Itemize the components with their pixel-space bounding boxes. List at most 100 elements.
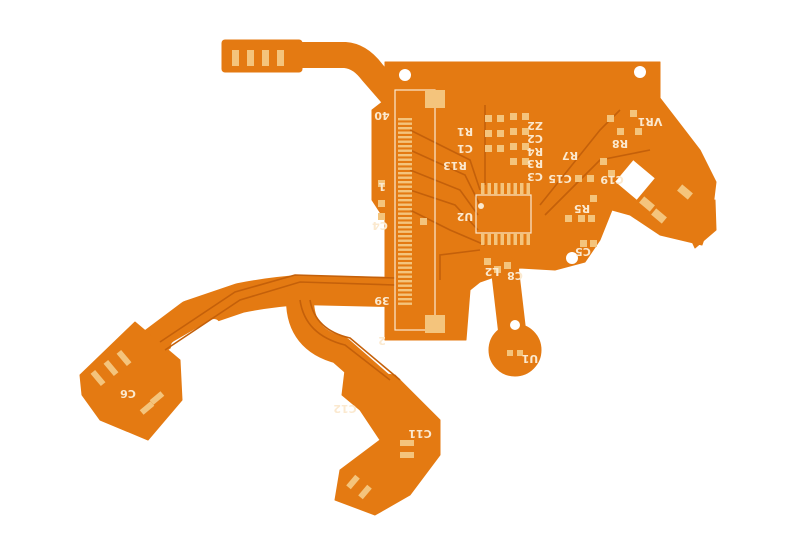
ic-pin <box>513 183 517 195</box>
solder-pad <box>522 158 529 165</box>
component-pads <box>378 110 642 273</box>
solder-pad <box>522 113 529 120</box>
silkscreen-label: C11 <box>408 427 431 440</box>
solder-pad <box>504 262 511 269</box>
silkscreen-label: C15 <box>548 172 571 185</box>
connector-finger <box>398 158 412 161</box>
solder-pad <box>497 115 504 122</box>
solder-pad <box>575 175 582 182</box>
silkscreen-label: R5 <box>574 202 590 215</box>
solder-pad <box>635 128 642 135</box>
connector-finger <box>398 172 412 175</box>
solder-pad <box>522 143 529 150</box>
solder-pad <box>510 158 517 165</box>
silkscreen-label: R7 <box>562 149 578 162</box>
connector-finger <box>398 235 412 238</box>
silkscreen-label: R13 <box>443 159 467 172</box>
copper-traces <box>159 105 651 381</box>
solder-pad <box>578 215 585 222</box>
solder-pad <box>630 110 637 117</box>
mounting-hole <box>634 66 646 78</box>
ic-pin <box>487 233 491 245</box>
solder-pad <box>497 145 504 152</box>
ic-pin <box>500 183 504 195</box>
connector-finger <box>398 163 412 166</box>
connector-finger <box>398 181 412 184</box>
silkscreen-label: 1 <box>378 180 386 193</box>
solder-pad <box>510 128 517 135</box>
connector-finger <box>398 131 412 134</box>
silkscreen-label: 40 <box>374 109 390 122</box>
solder-pad <box>565 215 572 222</box>
connector-fingers <box>398 118 412 305</box>
silkscreen-label: C2 <box>527 132 543 145</box>
silkscreen-label: 2 <box>378 334 386 347</box>
ic-pin <box>500 233 504 245</box>
silkscreen-label: VR1 <box>638 115 663 128</box>
connector-finger <box>398 280 412 283</box>
slot-hole <box>170 319 221 353</box>
solder-pad <box>608 170 615 177</box>
solder-pad <box>497 130 504 137</box>
ic-pin <box>487 183 491 195</box>
cutout-window <box>615 160 655 200</box>
silkscreen-label: C1 <box>457 142 473 155</box>
connector-finger <box>398 239 412 242</box>
silkscreen-label: 39 <box>374 294 389 307</box>
solder-pad <box>522 128 529 135</box>
connector-finger <box>398 302 412 305</box>
solder-pad <box>510 143 517 150</box>
ic-pin <box>507 233 511 245</box>
connector-finger <box>398 289 412 292</box>
connector-finger <box>398 275 412 278</box>
silkscreen-label: U2 <box>457 210 474 223</box>
solder-pad <box>510 113 517 120</box>
solder-pad <box>485 130 492 137</box>
ic-pin <box>520 233 524 245</box>
ic-pin <box>494 233 498 245</box>
connector-finger <box>398 244 412 247</box>
connector-finger <box>398 262 412 265</box>
silkscreen-label: R8 <box>612 137 628 150</box>
silkscreen-label: C8 <box>507 269 523 282</box>
connector-finger <box>398 271 412 274</box>
solder-pad <box>485 115 492 122</box>
connector-finger <box>398 293 412 296</box>
ic-pin <box>526 233 530 245</box>
connector-finger <box>398 221 412 224</box>
tail-pads <box>90 50 693 500</box>
connector-finger <box>398 212 412 215</box>
mounting-hole <box>510 320 520 330</box>
connector-finger <box>398 298 412 301</box>
solder-pad <box>378 180 385 187</box>
silkscreen-labels: R1C1R13Z2C2R4R3C3U2C15R5C5C8L2R7C19R8VR1… <box>120 109 663 440</box>
connector-finger <box>398 208 412 211</box>
solder-pad <box>587 175 594 182</box>
connector-finger <box>398 185 412 188</box>
silkscreen-label: U1 <box>522 352 539 365</box>
silkscreen-label: C6 <box>120 387 136 400</box>
connector-finger <box>398 190 412 193</box>
ic-pin <box>513 233 517 245</box>
ic-pin <box>481 183 485 195</box>
ic-pins <box>481 183 530 245</box>
connector-finger <box>398 136 412 139</box>
connector-finger <box>398 253 412 256</box>
connector-finger <box>398 154 412 157</box>
solder-pad <box>607 115 614 122</box>
connector-finger <box>398 284 412 287</box>
solder-pad <box>484 258 491 265</box>
connector-finger <box>398 194 412 197</box>
connector-finger <box>398 122 412 125</box>
solder-pad <box>588 215 595 222</box>
solder-pad <box>600 158 607 165</box>
mounting-holes <box>170 66 655 353</box>
connector-finger <box>398 149 412 152</box>
silkscreen-label: C3 <box>527 170 543 183</box>
connector-finger <box>398 257 412 260</box>
solder-pad <box>378 213 385 220</box>
mounting-hole <box>399 69 411 81</box>
connector-finger <box>398 140 412 143</box>
ic-pin <box>526 183 530 195</box>
